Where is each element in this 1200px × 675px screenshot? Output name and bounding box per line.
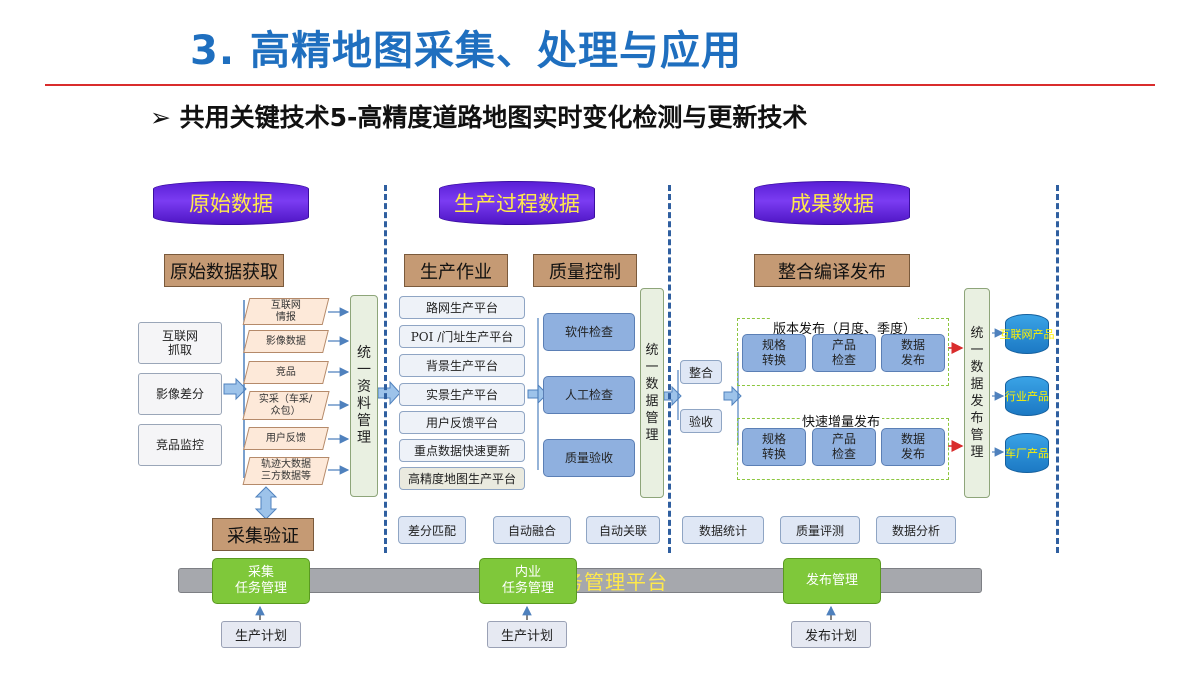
- verify-double-arrow: [254, 486, 278, 520]
- source-competitor-monitor: 竞品监控: [138, 424, 222, 466]
- tool-auto-link: 自动关联: [586, 516, 660, 544]
- stage-separator-3: [1056, 185, 1059, 553]
- raw-item-label: 互联网 情报: [271, 299, 301, 323]
- integrate-box: 整合: [680, 360, 722, 384]
- page-title: 3. 高精地图采集、处理与应用: [190, 28, 742, 74]
- plan-production-1: 生产计划: [221, 621, 301, 648]
- raw-item-competitor: 竞品: [243, 361, 329, 384]
- quality-manual-check: 人工检查: [543, 376, 635, 414]
- platform-user-feedback: 用户反馈平台: [399, 411, 525, 434]
- stage-process-data: 生产过程数据: [439, 181, 595, 225]
- unified-data-publish-management: 统 一 数 据 发 布 管 理: [964, 288, 990, 498]
- tool-auto-merge: 自动融合: [493, 516, 571, 544]
- stage-separator-2: [668, 185, 671, 553]
- raw-item-label: 竞品: [276, 366, 296, 378]
- resource-to-platform-arrow: [377, 380, 401, 406]
- raw-item-image-data: 影像数据: [243, 330, 329, 353]
- integrate-to-release-arrow: [723, 385, 742, 407]
- task-inner-management: 内业 任务管理: [479, 558, 577, 604]
- product-oem-db-icon: 车厂产品: [1005, 433, 1049, 473]
- stage-raw-data: 原始数据: [153, 181, 309, 225]
- title-divider: [45, 84, 1155, 86]
- header-publish: 整合编译发布: [754, 254, 910, 287]
- raw-item-label: 实采（车采/ 众包）: [259, 393, 313, 417]
- raw-item-field-collect: 实采（车采/ 众包）: [242, 391, 330, 420]
- raw-item-user-feedback: 用户反馈: [243, 427, 329, 450]
- release-version-label: 版本发布（月度、季度）: [771, 318, 919, 337]
- release-fast-product-check: 产品 检查: [812, 428, 876, 466]
- task-publish-management: 发布管理: [783, 558, 881, 604]
- source-arrows: [223, 300, 247, 478]
- source-to-raw-arrow: [223, 377, 247, 401]
- unified-resource-management: 统 一 资 料 管 理: [350, 295, 378, 497]
- release-version-product-check: 产品 检查: [812, 334, 876, 372]
- plan-to-task-arrows: [255, 605, 836, 620]
- acceptance-box: 验收: [680, 409, 722, 433]
- source-image-diff: 影像差分: [138, 373, 222, 415]
- task-collect-management: 采集 任务管理: [212, 558, 310, 604]
- platform-street-view: 实景生产平台: [399, 383, 525, 406]
- platform-road-network: 路网生产平台: [399, 296, 525, 319]
- plan-publish: 发布计划: [791, 621, 871, 648]
- platform-key-data-update: 重点数据快速更新: [399, 439, 525, 462]
- tool-quality-eval: 质量评测: [780, 516, 860, 544]
- stage-result-data: 成果数据: [754, 181, 910, 225]
- header-acquire: 原始数据获取: [164, 254, 284, 287]
- source-internet-crawl: 互联网 抓取: [138, 322, 222, 364]
- header-verify: 采集验证: [212, 518, 314, 551]
- raw-to-resource-arrows: [328, 307, 350, 475]
- release-fast-data-publish: 数据 发布: [881, 428, 945, 466]
- header-production: 生产作业: [404, 254, 508, 287]
- raw-item-internet-intel: 互联网 情报: [242, 298, 330, 325]
- release-fast-spec-convert: 规格 转换: [742, 428, 806, 466]
- platform-poi-address: POI /门址生产平台: [399, 325, 525, 348]
- release-version-spec-convert: 规格 转换: [742, 334, 806, 372]
- raw-item-label: 影像数据: [266, 335, 306, 347]
- stage-separator-1: [384, 185, 387, 553]
- unified-data-management: 统 一 数 据 管 理: [640, 288, 664, 498]
- quality-software-check: 软件检查: [543, 313, 635, 351]
- header-quality: 质量控制: [533, 254, 637, 287]
- release-fast-label: 快速增量发布: [800, 411, 883, 430]
- publish-to-product-arrows: [992, 328, 1005, 457]
- product-industry-db-icon: 行业产品: [1005, 376, 1049, 416]
- page-subtitle: ➢ 共用关键技术5-高精度道路地图实时变化检测与更新技术: [150, 103, 808, 132]
- raw-item-label: 用户反馈: [266, 432, 306, 444]
- data-to-integrate-arrow: [663, 385, 682, 407]
- product-internet-db-icon: 互联网产品: [1000, 314, 1055, 354]
- tool-data-analysis: 数据分析: [876, 516, 956, 544]
- raw-item-trajectory: 轨迹大数据 三方数据等: [242, 457, 330, 485]
- tool-data-stats: 数据统计: [682, 516, 764, 544]
- platform-hd-map: 高精度地图生产平台: [399, 467, 525, 490]
- platform-background: 背景生产平台: [399, 354, 525, 377]
- quality-acceptance: 质量验收: [543, 439, 635, 477]
- release-version-data-publish: 数据 发布: [881, 334, 945, 372]
- raw-item-label: 轨迹大数据 三方数据等: [261, 459, 311, 482]
- plan-production-2: 生产计划: [487, 621, 567, 648]
- tool-diff-match: 差分匹配: [398, 516, 466, 544]
